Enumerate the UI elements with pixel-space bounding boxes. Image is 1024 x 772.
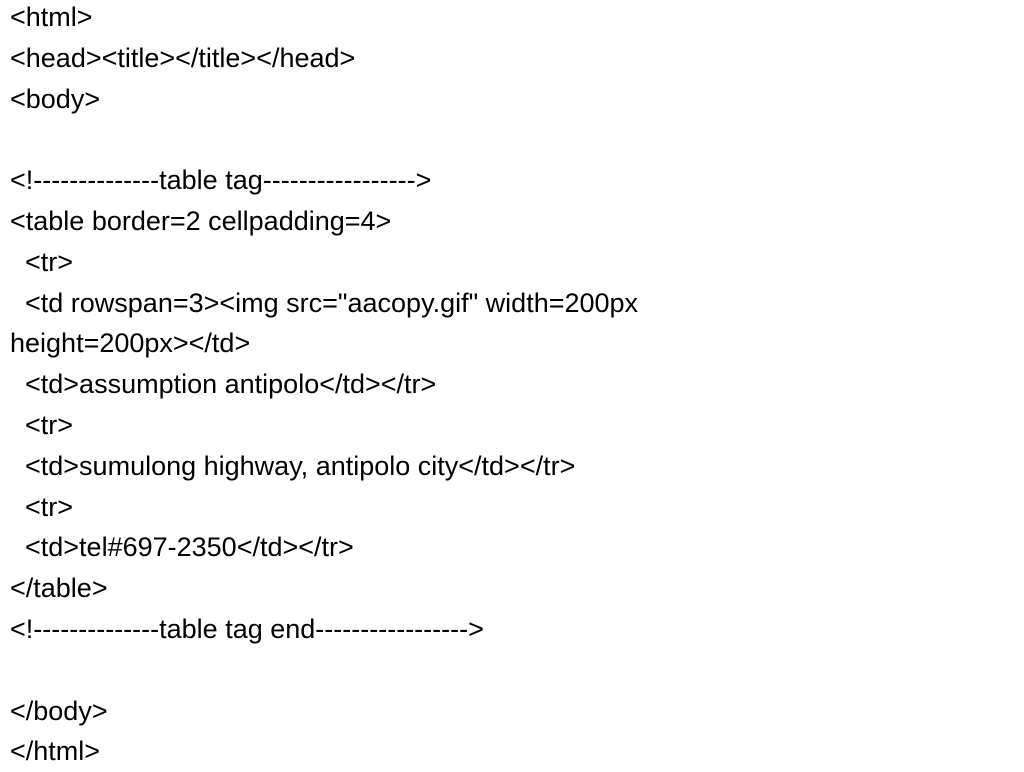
code-line-td-tel: <td>tel#697-2350</td></tr> [10,532,354,563]
code-line-td-address: <td>sumulong highway, antipolo city</td>… [10,450,576,481]
code-document: <html> <head><title></title></head> <bod… [10,0,1014,772]
code-line-body-open: <body> [10,83,101,114]
code-line-body-close: </body> [10,695,108,726]
code-line-tr-1: <tr> [10,246,74,277]
code-line-td-img: <td rowspan=3><img src="aacopy.gif" widt… [10,287,639,318]
code-line-tr-3: <tr> [10,491,74,522]
code-line-html-close: </html> [10,736,101,767]
code-line-html-open: <html> [10,2,93,32]
code-line-comment-start: <!--------------table tag---------------… [10,165,432,196]
code-line-table-open: <table border=2 cellpadding=4> [10,205,392,236]
code-line-comment-end: <!--------------table tag end-----------… [10,613,484,644]
code-line-tr-2: <tr> [10,409,74,440]
code-line-table-close: </table> [10,573,108,604]
code-line-td-img-cont: height=200px></td> [10,328,251,359]
code-line-head: <head><title></title></head> [10,42,356,73]
code-line-td-assumption: <td>assumption antipolo</td></tr> [10,369,437,400]
code-line-blank [10,650,1014,691]
code-line-blank [10,119,1014,160]
